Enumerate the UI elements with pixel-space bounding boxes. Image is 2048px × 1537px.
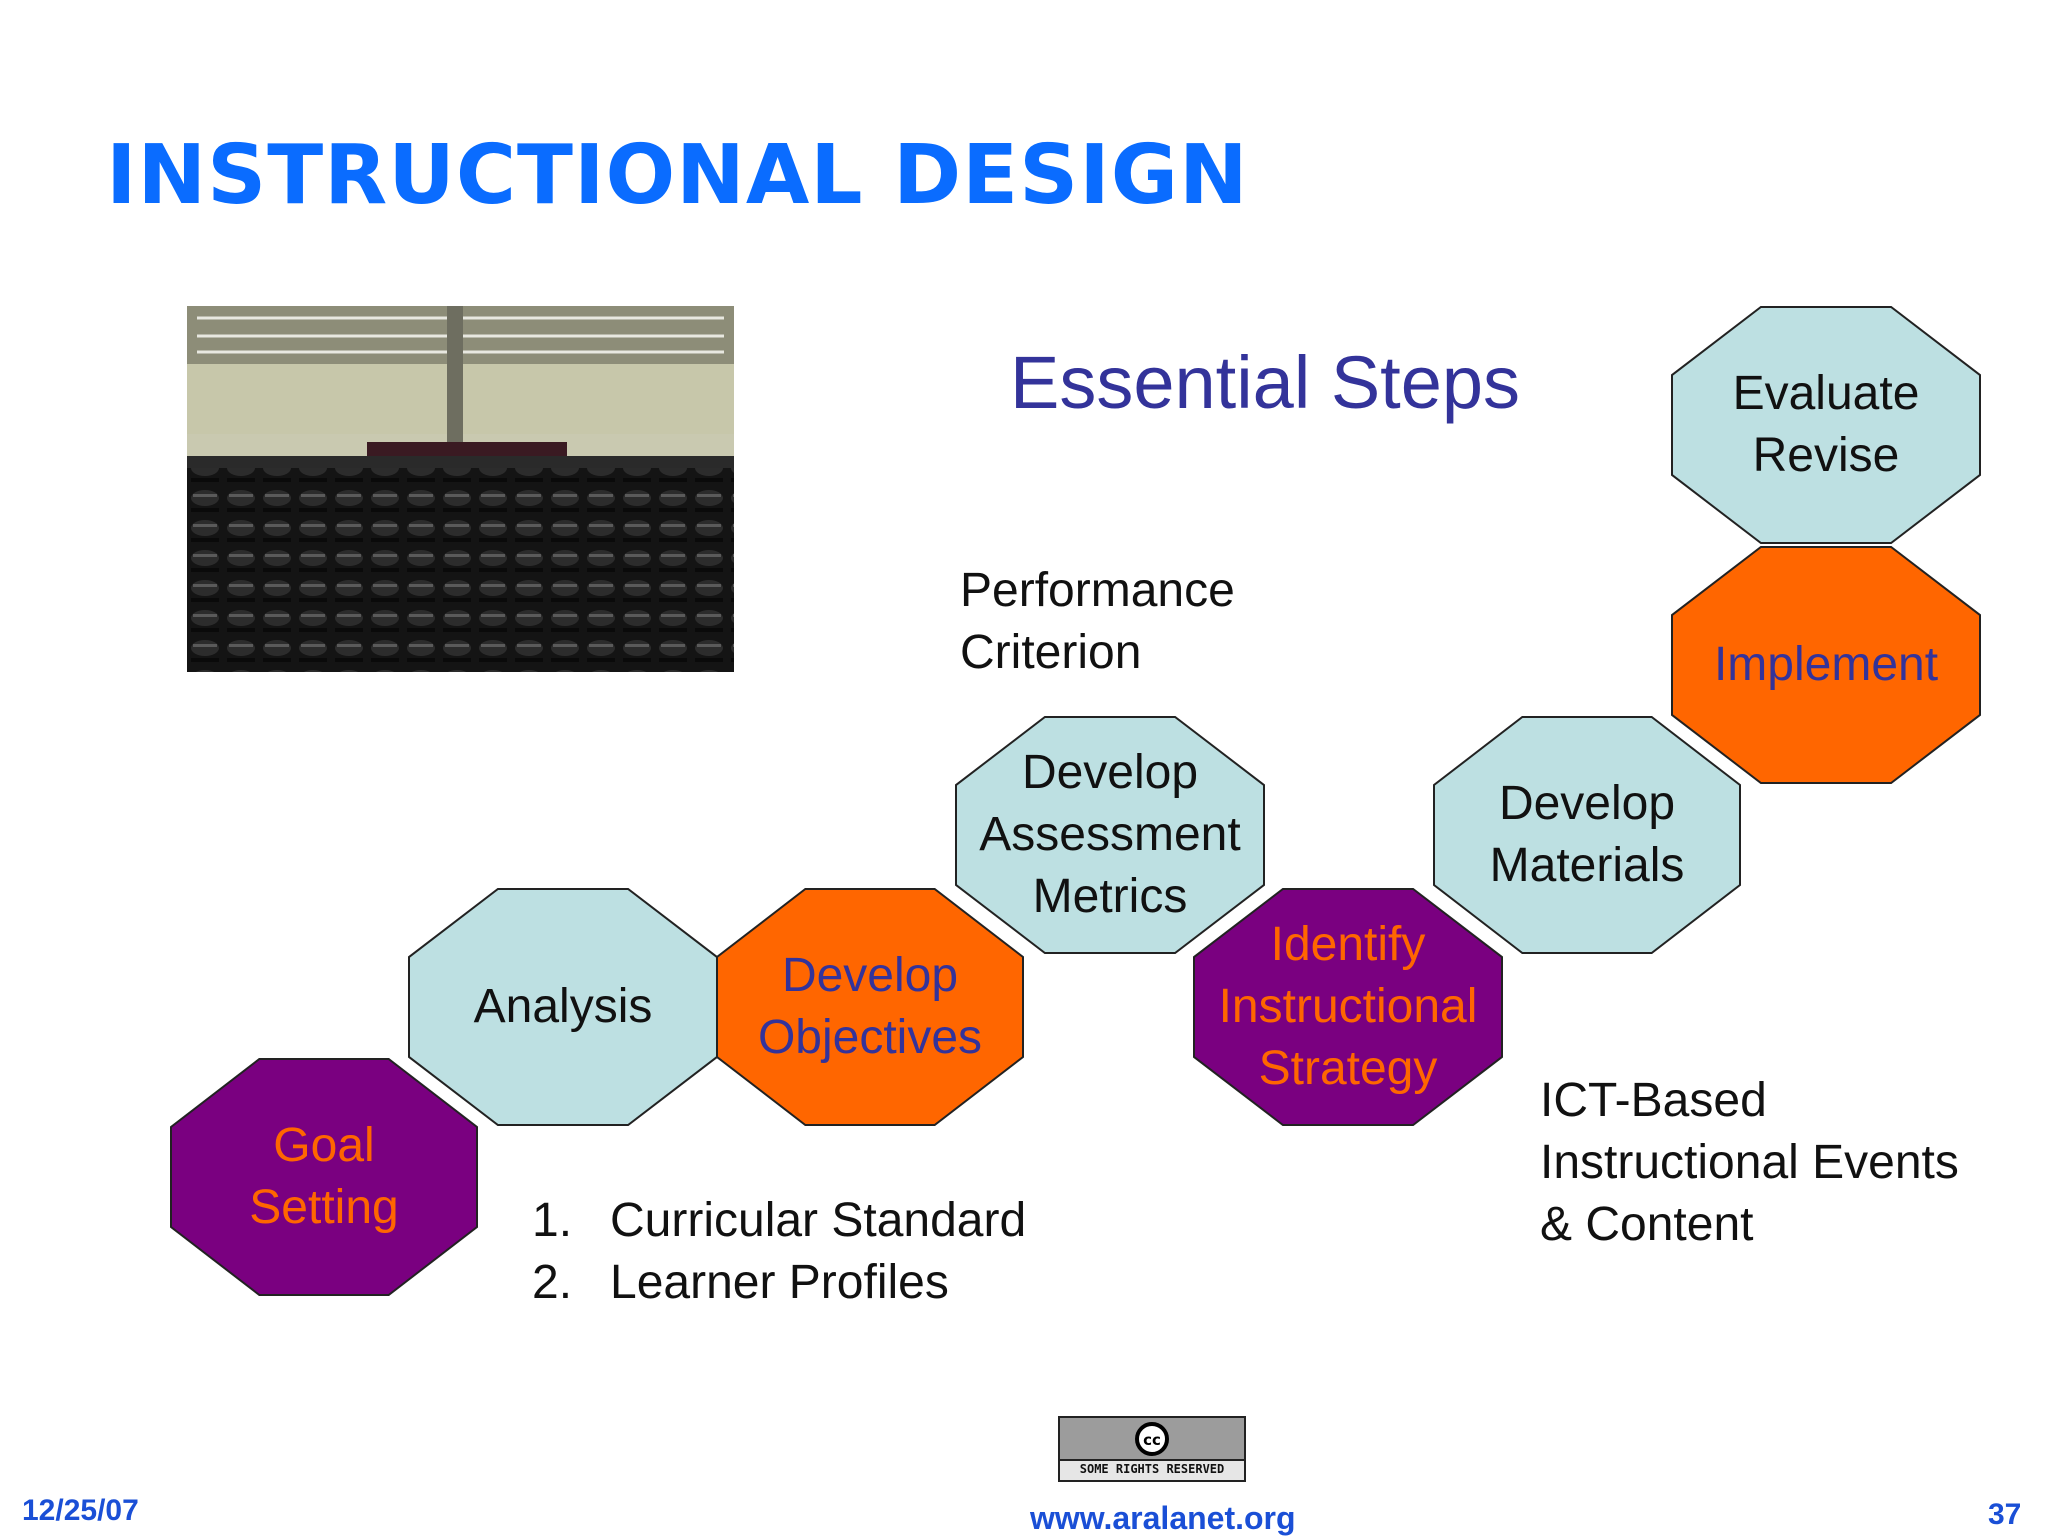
- footer-url[interactable]: www.aralanet.org: [1030, 1500, 1296, 1536]
- list-text: Learner Profiles: [610, 1256, 949, 1309]
- list-item: 2. Learner Profiles: [532, 1252, 1026, 1314]
- list-item: 1. Curricular Standard: [532, 1190, 1026, 1252]
- performance-criterion-note: Performance Criterion: [960, 564, 1235, 679]
- prerequisites-list: 1. Curricular Standard 2. Learner Profiles: [532, 1190, 1026, 1314]
- ict-events-note: ICT-Based Instructional Events & Content: [1540, 1074, 1959, 1251]
- step-label: Analysis: [473, 980, 653, 1033]
- step-octagon: Develop Objectives: [716, 888, 1024, 1126]
- step-label: Develop Materials: [1489, 777, 1685, 892]
- step-octagon: Evaluate Revise: [1671, 306, 1981, 544]
- step-label: Develop Assessment Metrics: [979, 746, 1241, 923]
- step-octagon: Identify Instructional Strategy: [1193, 888, 1503, 1126]
- step-label: Evaluate Revise: [1732, 367, 1920, 482]
- step-octagon: Analysis: [408, 888, 718, 1126]
- step-octagon: Develop Assessment Metrics: [955, 716, 1265, 954]
- step-octagon: Develop Materials: [1433, 716, 1741, 954]
- svg-text:cc: cc: [1143, 1431, 1161, 1449]
- diagram-subtitle: Essential Steps: [1010, 341, 1521, 424]
- step-octagon: Implement: [1671, 546, 1981, 784]
- license-text: SOME RIGHTS RESERVED: [1079, 1462, 1225, 1476]
- list-text: Curricular Standard: [610, 1194, 1027, 1247]
- list-number: 1.: [532, 1194, 573, 1247]
- creative-commons-badge[interactable]: cc SOME RIGHTS RESERVED: [1058, 1416, 1246, 1482]
- step-octagon: Goal Setting: [170, 1058, 478, 1296]
- step-label: Develop Objectives: [757, 949, 983, 1064]
- footer-date: 12/25/07: [22, 1494, 139, 1527]
- slide-title: INSTRUCTIONAL DESIGN: [106, 128, 1249, 223]
- step-label: Identify Instructional Strategy: [1218, 918, 1478, 1095]
- step-label: Goal Setting: [249, 1119, 399, 1234]
- list-number: 2.: [532, 1256, 573, 1309]
- auditorium-photo: [187, 306, 734, 672]
- step-label: Implement: [1713, 638, 1939, 691]
- footer-page-number: 37: [1988, 1498, 2022, 1531]
